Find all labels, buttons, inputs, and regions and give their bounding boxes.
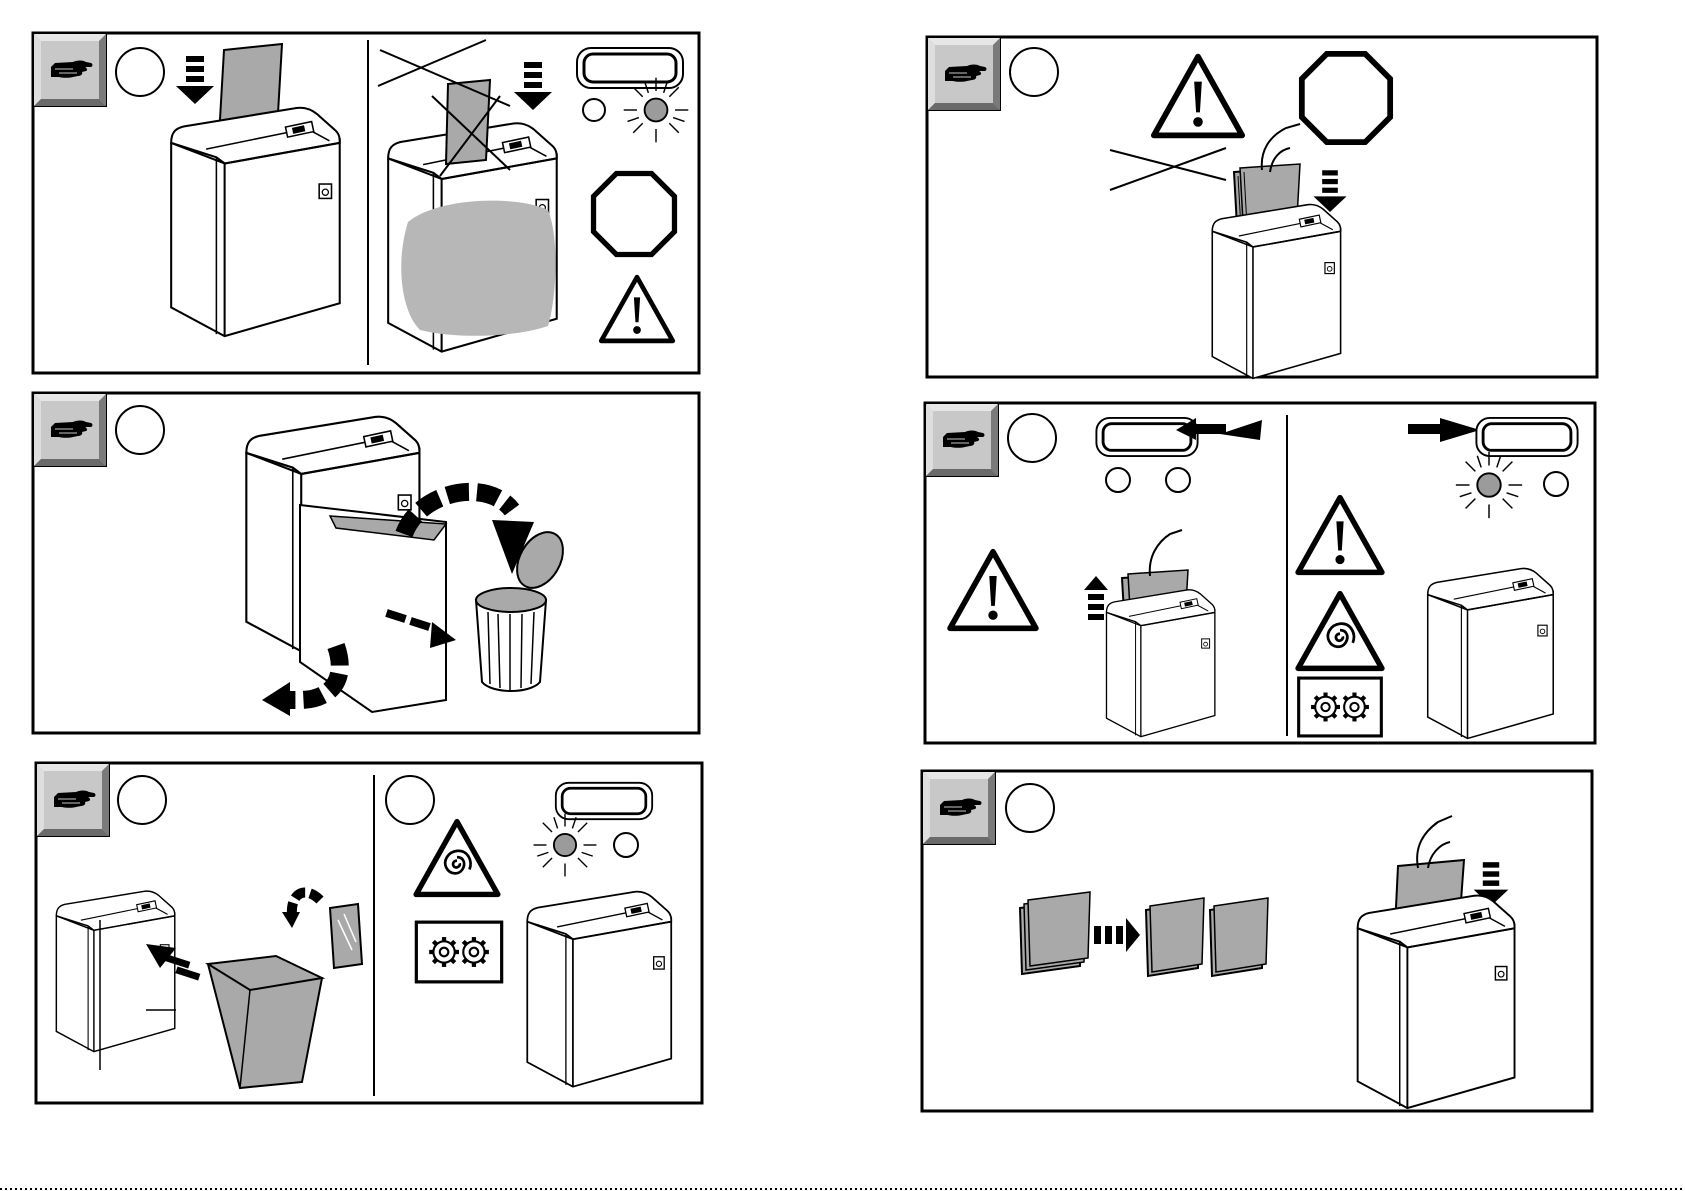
lamp-lit-icon: [624, 78, 689, 143]
step-circle: [1008, 414, 1056, 462]
lamp-lit-icon: [1456, 452, 1522, 518]
lamp-off-icon: [614, 833, 638, 857]
panel-4: [927, 37, 1597, 378]
panel-1: [33, 33, 699, 373]
stop-octagon-icon: [594, 174, 675, 255]
step-circle: [118, 776, 166, 824]
panel-2: [33, 393, 699, 733]
hand-icon: [926, 404, 998, 476]
panel-6: [922, 771, 1592, 1111]
display-window-icon: [1476, 418, 1577, 456]
overflow-blob: [401, 201, 555, 336]
paper-stack-small-1: [1146, 898, 1204, 976]
display-window-icon: [556, 783, 652, 819]
panel-5: [925, 403, 1595, 743]
arrow-right-icon: [1408, 424, 1444, 434]
lamp-off-icon: [1544, 472, 1568, 496]
shredder-machine: [527, 892, 671, 1087]
lamp-off-icon: [583, 99, 605, 121]
paper-stack-icon: [1020, 892, 1090, 974]
trash-bin-icon: [476, 600, 546, 691]
step-circle: [386, 776, 434, 824]
hand-icon: [923, 772, 995, 844]
display-window-icon: [1096, 418, 1197, 456]
panel-3: [36, 763, 702, 1103]
lamp-off-icon: [1106, 468, 1130, 492]
shredder-machine: [1212, 205, 1340, 379]
hand-icon: [34, 394, 106, 466]
gears-icon: [416, 922, 501, 982]
step-circle: [116, 48, 164, 96]
lamp-lit-icon: [534, 814, 597, 877]
lamp-off-icon: [1166, 468, 1190, 492]
step-circle: [1006, 784, 1054, 832]
shredder-machine: [1106, 590, 1214, 737]
paper-stack-small-2: [1210, 898, 1268, 976]
shredder-machine-open: [56, 891, 174, 1052]
step-circle: [1010, 48, 1058, 96]
shredder-machine: [1358, 896, 1515, 1109]
shredder-machine: [1428, 568, 1553, 738]
stop-octagon-icon: [1302, 54, 1390, 142]
shredder-machine: [171, 108, 340, 336]
hand-icon: [34, 34, 106, 106]
gears-icon: [1299, 678, 1382, 736]
step-circle: [116, 406, 164, 454]
hand-icon: [37, 764, 109, 836]
hand-icon: [928, 38, 1000, 110]
